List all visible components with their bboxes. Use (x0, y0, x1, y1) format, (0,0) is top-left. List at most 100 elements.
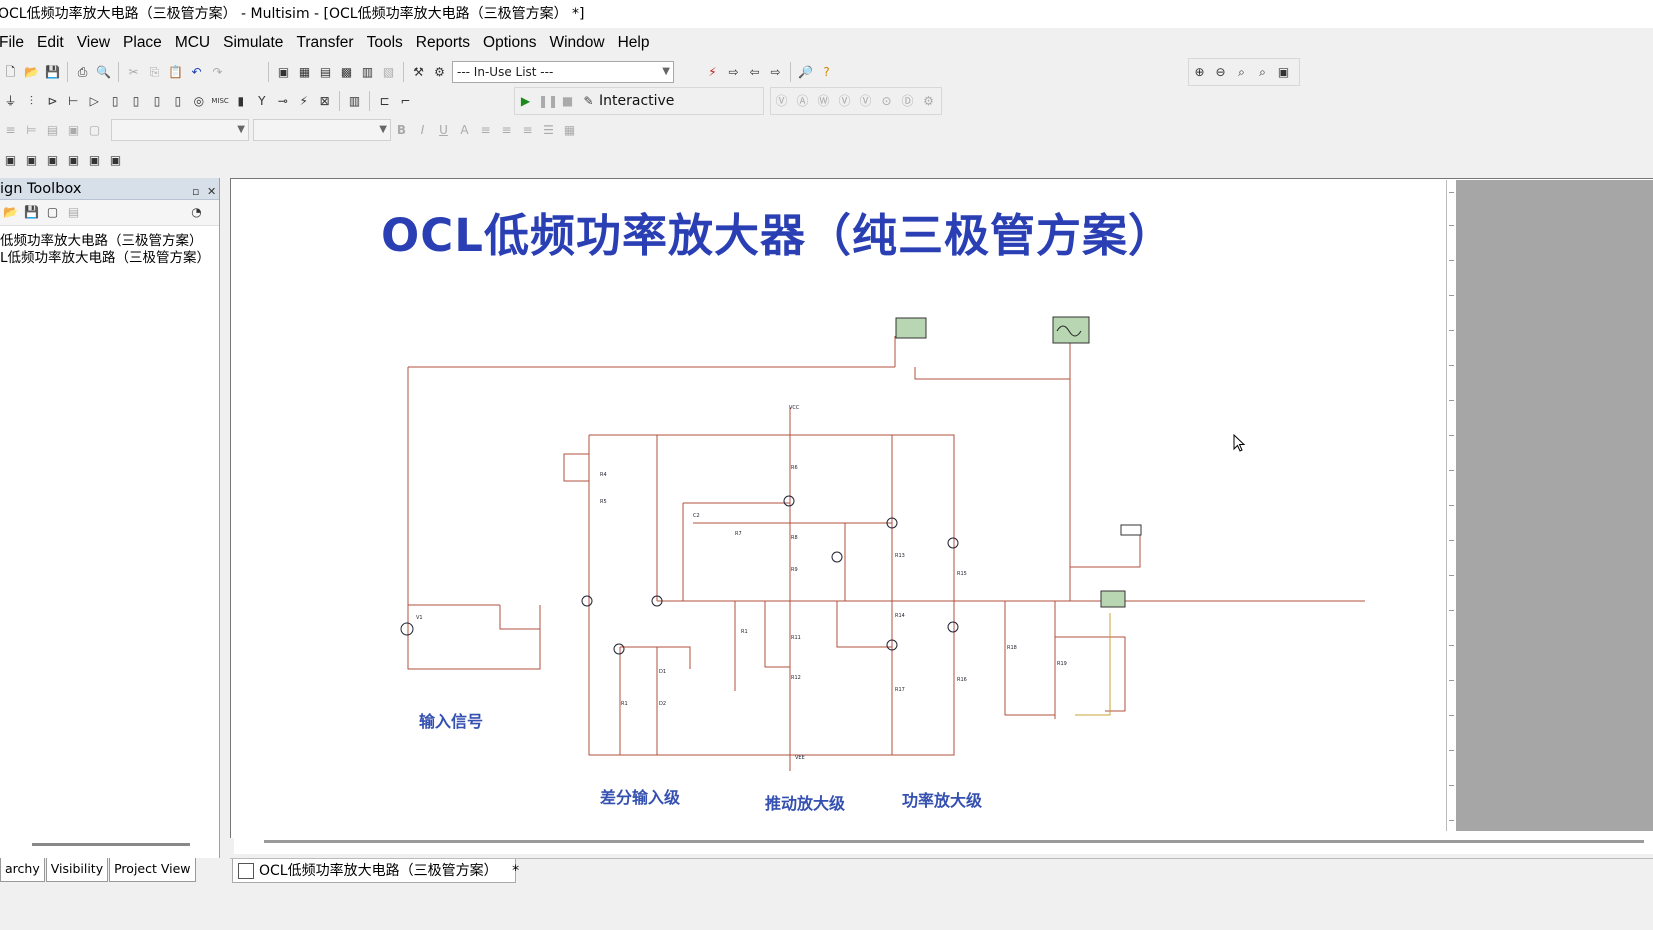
redo-icon[interactable]: ↷ (212, 64, 223, 79)
menu-place[interactable]: Place (123, 34, 162, 51)
interactive-mode-label[interactable]: Interactive (599, 93, 675, 109)
italic-icon[interactable]: I (420, 122, 425, 137)
menu-view[interactable]: View (76, 34, 111, 51)
pause-icon[interactable]: ❚❚ (538, 93, 559, 108)
analog-icon[interactable]: ▷ (89, 93, 99, 108)
basic-icon[interactable]: ⫶ (29, 93, 33, 108)
visibility-icon[interactable]: ◔ (191, 205, 202, 219)
bullets-icon[interactable]: ☰ (543, 122, 554, 137)
diff-voltage-probe-icon[interactable]: Ⓥ (838, 93, 851, 108)
bus-icon[interactable]: ⊏ (379, 93, 390, 108)
misc-digital-icon[interactable]: ▯ (153, 93, 161, 108)
spreadsheet-icon[interactable]: ▦ (298, 64, 311, 79)
print-preview-icon[interactable]: 🔍 (96, 64, 111, 79)
component-wizard-icon[interactable]: ⚙ (434, 64, 445, 79)
menu-tools[interactable]: Tools (366, 34, 403, 51)
ladder-icon[interactable]: ⚡ (299, 93, 308, 108)
font-size-dropdown[interactable]: ▼ (253, 119, 391, 141)
align-icon[interactable]: ≡ (5, 122, 16, 137)
erc-icon[interactable]: ⚡ (708, 64, 717, 79)
indicator-icon[interactable]: ◎ (193, 93, 205, 108)
full-screen-icon[interactable]: ▣ (1277, 64, 1290, 79)
probe-settings-icon[interactable]: ⚙ (923, 93, 934, 108)
create-component-icon[interactable]: ⚒ (413, 64, 424, 79)
layer-icon[interactable]: ▤ (46, 122, 59, 137)
peripherals-icon[interactable]: ▮ (237, 93, 245, 108)
tree-item-sheet[interactable]: L低频功率放大电路（三极管方案） (0, 250, 211, 266)
text-align-right-icon[interactable]: ≡ (522, 122, 533, 137)
text-align-left-icon[interactable]: ≡ (480, 122, 491, 137)
wire-icon[interactable]: ⌐ (400, 93, 411, 108)
menu-options[interactable]: Options (483, 34, 537, 51)
find-examples-icon[interactable]: 🔎 (798, 64, 813, 79)
hierarchical-block-icon[interactable]: ▥ (348, 93, 361, 108)
toolbox-scrollbar[interactable] (32, 843, 190, 846)
group-icon[interactable]: ▣ (67, 122, 80, 137)
ttl-icon[interactable]: ▯ (111, 93, 119, 108)
menu-help[interactable]: Help (617, 34, 650, 51)
voltage-probe-icon[interactable]: Ⓥ (775, 93, 788, 108)
function-generator-icon[interactable]: ▣ (25, 152, 38, 167)
electromechanical-icon[interactable]: ⊸ (277, 93, 288, 108)
open-icon[interactable]: 📂 (24, 64, 39, 79)
scrollbar-thumb[interactable] (264, 840, 1644, 843)
zoom-area-icon[interactable]: ⌕ (1238, 64, 1245, 79)
font-name-dropdown[interactable]: ▼ (111, 119, 249, 141)
pin-icon[interactable]: ▫ (192, 185, 200, 198)
zoom-in-icon[interactable]: ⊕ (1194, 64, 1205, 79)
underline-icon[interactable]: U (439, 122, 448, 137)
schematic-canvas[interactable]: OCL低频功率放大器（纯三极管方案） (230, 178, 1653, 838)
digital-probe-icon[interactable]: Ⓓ (901, 93, 914, 108)
voltage-current-probe-icon[interactable]: Ⓥ (859, 93, 872, 108)
menu-reports[interactable]: Reports (415, 34, 471, 51)
remove-icon[interactable]: ▤ (67, 205, 80, 219)
zoom-fit-icon[interactable]: ⌕ (1259, 64, 1266, 79)
four-channel-scope-icon[interactable]: ▣ (109, 152, 122, 167)
power-probe-icon[interactable]: Ⓦ (817, 93, 830, 108)
align-left-icon[interactable]: ⊨ (26, 122, 37, 137)
oscilloscope-icon[interactable]: ▣ (67, 152, 80, 167)
in-use-list-dropdown[interactable]: --- In-Use List --- ▼ (452, 61, 674, 83)
tab-visibility[interactable]: Visibility (45, 858, 109, 882)
print-icon[interactable]: ⎙ (77, 64, 88, 79)
tab-hierarchy[interactable]: archy (0, 858, 45, 882)
new-icon[interactable]: 🗋 (5, 64, 16, 79)
reference-probe-icon[interactable]: ⊙ (881, 93, 892, 108)
multimeter-icon[interactable]: ▣ (4, 152, 17, 167)
description-box-icon[interactable]: ▧ (382, 64, 395, 79)
text-align-center-icon[interactable]: ≡ (501, 122, 512, 137)
undo-icon[interactable]: ↶ (191, 64, 202, 79)
cmos-icon[interactable]: ▯ (132, 93, 140, 108)
forward-annotate-icon[interactable]: ⇦ (749, 64, 760, 79)
close-icon[interactable]: ✕ (207, 185, 217, 198)
wattmeter-icon[interactable]: ▣ (46, 152, 59, 167)
menu-simulate[interactable]: Simulate (223, 34, 284, 51)
grapher-icon[interactable]: ▩ (340, 64, 353, 79)
bode-plotter-icon[interactable]: ▣ (88, 152, 101, 167)
open-folder-icon[interactable]: 📂 (3, 205, 18, 219)
new-window-icon[interactable]: ▢ (46, 205, 59, 219)
paste-icon[interactable]: 📋 (168, 64, 183, 79)
source-icon[interactable]: ⏚ (4, 93, 17, 108)
zoom-out-icon[interactable]: ⊖ (1215, 64, 1226, 79)
border-icon[interactable]: ▦ (563, 122, 576, 137)
run-icon[interactable]: ▶ (520, 93, 531, 108)
misc-icon[interactable]: MISC (211, 96, 229, 105)
tree-item-project[interactable]: 低频功率放大电路（三极管方案） (0, 233, 203, 249)
menu-window[interactable]: Window (549, 34, 605, 51)
ungroup-icon[interactable]: ▢ (88, 122, 101, 137)
menu-transfer[interactable]: Transfer (296, 34, 354, 51)
transfer-icon[interactable]: ⇨ (770, 64, 781, 79)
diode-icon[interactable]: ⊳ (47, 93, 58, 108)
stop-icon[interactable]: ■ (561, 93, 574, 108)
copy-icon[interactable]: ⎘ (149, 64, 160, 79)
database-icon[interactable]: ▤ (319, 64, 332, 79)
menu-edit[interactable]: Edit (36, 34, 64, 51)
toggle-toolbox-icon[interactable]: ▣ (277, 64, 290, 79)
bold-icon[interactable]: B (396, 122, 407, 137)
backannotate-icon[interactable]: ⇨ (728, 64, 739, 79)
menu-mcu[interactable]: MCU (174, 34, 211, 51)
menu-file[interactable]: File (0, 34, 24, 51)
tab-project-view[interactable]: Project View (109, 858, 196, 882)
cut-icon[interactable]: ✂ (128, 64, 139, 79)
